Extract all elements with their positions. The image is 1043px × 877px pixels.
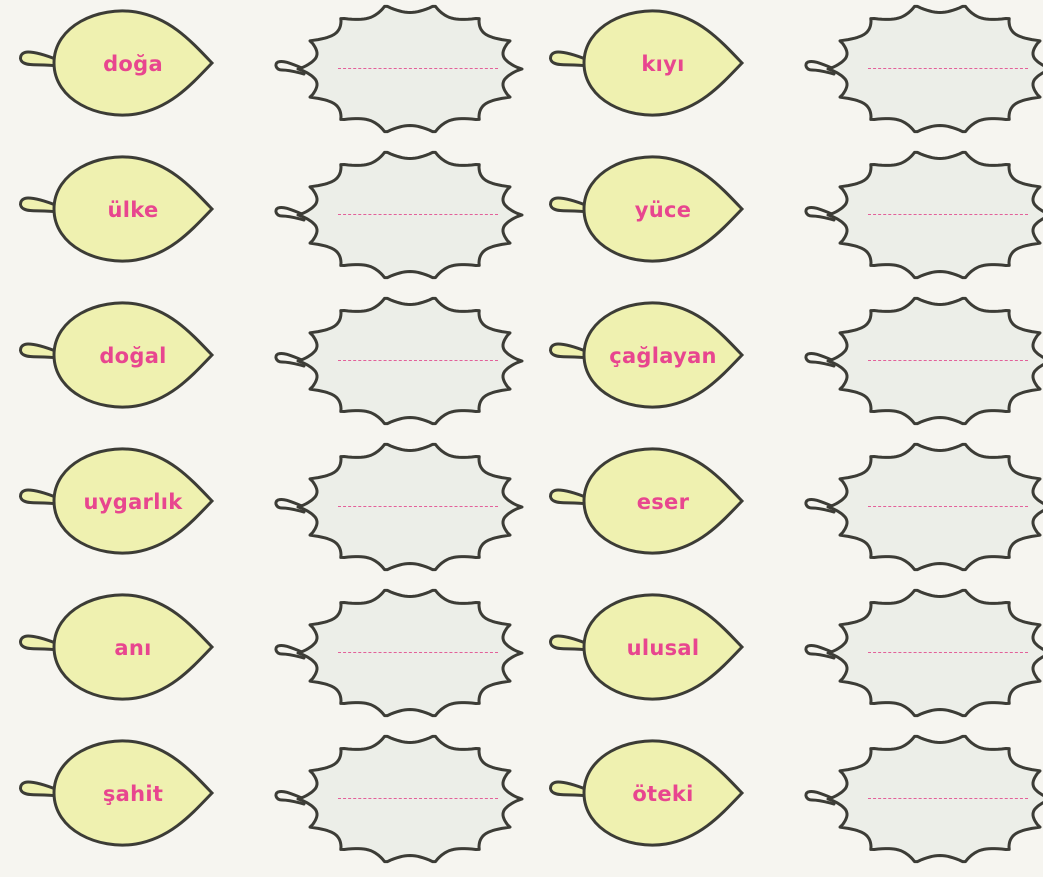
leaf-word-label: çağlayan: [588, 292, 738, 420]
oak-leaf-icon: [272, 432, 528, 582]
word-leaf: uygarlık: [10, 438, 220, 570]
answer-line[interactable]: [868, 214, 1028, 215]
answer-line[interactable]: [868, 652, 1028, 653]
leaf-word-label: ülke: [58, 146, 208, 274]
leaf-word-label: öteki: [588, 730, 738, 858]
word-pair: kıyı: [540, 0, 1043, 146]
oak-leaf-icon: [802, 140, 1043, 290]
leaf-word-label: uygarlık: [58, 438, 208, 566]
oak-leaf-icon: [272, 140, 528, 290]
leaf-word-label: şahit: [58, 730, 208, 858]
answer-leaf[interactable]: [272, 432, 528, 582]
oak-leaf-icon: [802, 578, 1043, 728]
word-pair: doğa: [10, 0, 531, 146]
word-leaf: öteki: [540, 730, 750, 862]
answer-line[interactable]: [338, 506, 498, 507]
answer-leaf[interactable]: [272, 0, 528, 144]
word-pair: uygarlık: [10, 438, 531, 584]
answer-leaf[interactable]: [802, 724, 1043, 874]
leaf-word-label: anı: [58, 584, 208, 712]
word-leaf: doğa: [10, 0, 220, 132]
answer-line[interactable]: [868, 68, 1028, 69]
word-pair: anı: [10, 584, 531, 730]
word-leaf: doğal: [10, 292, 220, 424]
answer-leaf[interactable]: [802, 0, 1043, 144]
answer-line[interactable]: [338, 360, 498, 361]
leaf-word-label: eser: [588, 438, 738, 566]
oak-leaf-icon: [272, 0, 528, 144]
leaf-word-label: doğal: [58, 292, 208, 420]
word-leaf: şahit: [10, 730, 220, 862]
word-leaf: kıyı: [540, 0, 750, 132]
word-pair: ulusal: [540, 584, 1043, 730]
answer-leaf[interactable]: [802, 432, 1043, 582]
word-leaf: ulusal: [540, 584, 750, 716]
answer-leaf[interactable]: [272, 286, 528, 436]
answer-line[interactable]: [338, 68, 498, 69]
word-pair: ülke: [10, 146, 531, 292]
word-pair: eser: [540, 438, 1043, 584]
answer-leaf[interactable]: [272, 140, 528, 290]
leaf-word-label: doğa: [58, 0, 208, 128]
word-pair: doğal: [10, 292, 531, 438]
word-pair: yüce: [540, 146, 1043, 292]
word-pair: öteki: [540, 730, 1043, 876]
oak-leaf-icon: [802, 432, 1043, 582]
word-pair: çağlayan: [540, 292, 1043, 438]
word-leaf: ülke: [10, 146, 220, 278]
answer-line[interactable]: [868, 798, 1028, 799]
answer-leaf[interactable]: [802, 140, 1043, 290]
answer-line[interactable]: [868, 360, 1028, 361]
answer-leaf[interactable]: [802, 578, 1043, 728]
word-leaf: çağlayan: [540, 292, 750, 424]
word-pair: şahit: [10, 730, 531, 876]
leaf-word-label: yüce: [588, 146, 738, 274]
answer-leaf[interactable]: [802, 286, 1043, 436]
oak-leaf-icon: [802, 724, 1043, 874]
answer-line[interactable]: [338, 652, 498, 653]
word-leaf: yüce: [540, 146, 750, 278]
answer-line[interactable]: [338, 214, 498, 215]
answer-line[interactable]: [868, 506, 1028, 507]
oak-leaf-icon: [272, 724, 528, 874]
word-leaf: anı: [10, 584, 220, 716]
oak-leaf-icon: [802, 0, 1043, 144]
answer-line[interactable]: [338, 798, 498, 799]
oak-leaf-icon: [272, 286, 528, 436]
answer-leaf[interactable]: [272, 578, 528, 728]
leaf-word-label: kıyı: [588, 0, 738, 128]
answer-leaf[interactable]: [272, 724, 528, 874]
word-leaf: eser: [540, 438, 750, 570]
leaf-word-label: ulusal: [588, 584, 738, 712]
oak-leaf-icon: [272, 578, 528, 728]
oak-leaf-icon: [802, 286, 1043, 436]
